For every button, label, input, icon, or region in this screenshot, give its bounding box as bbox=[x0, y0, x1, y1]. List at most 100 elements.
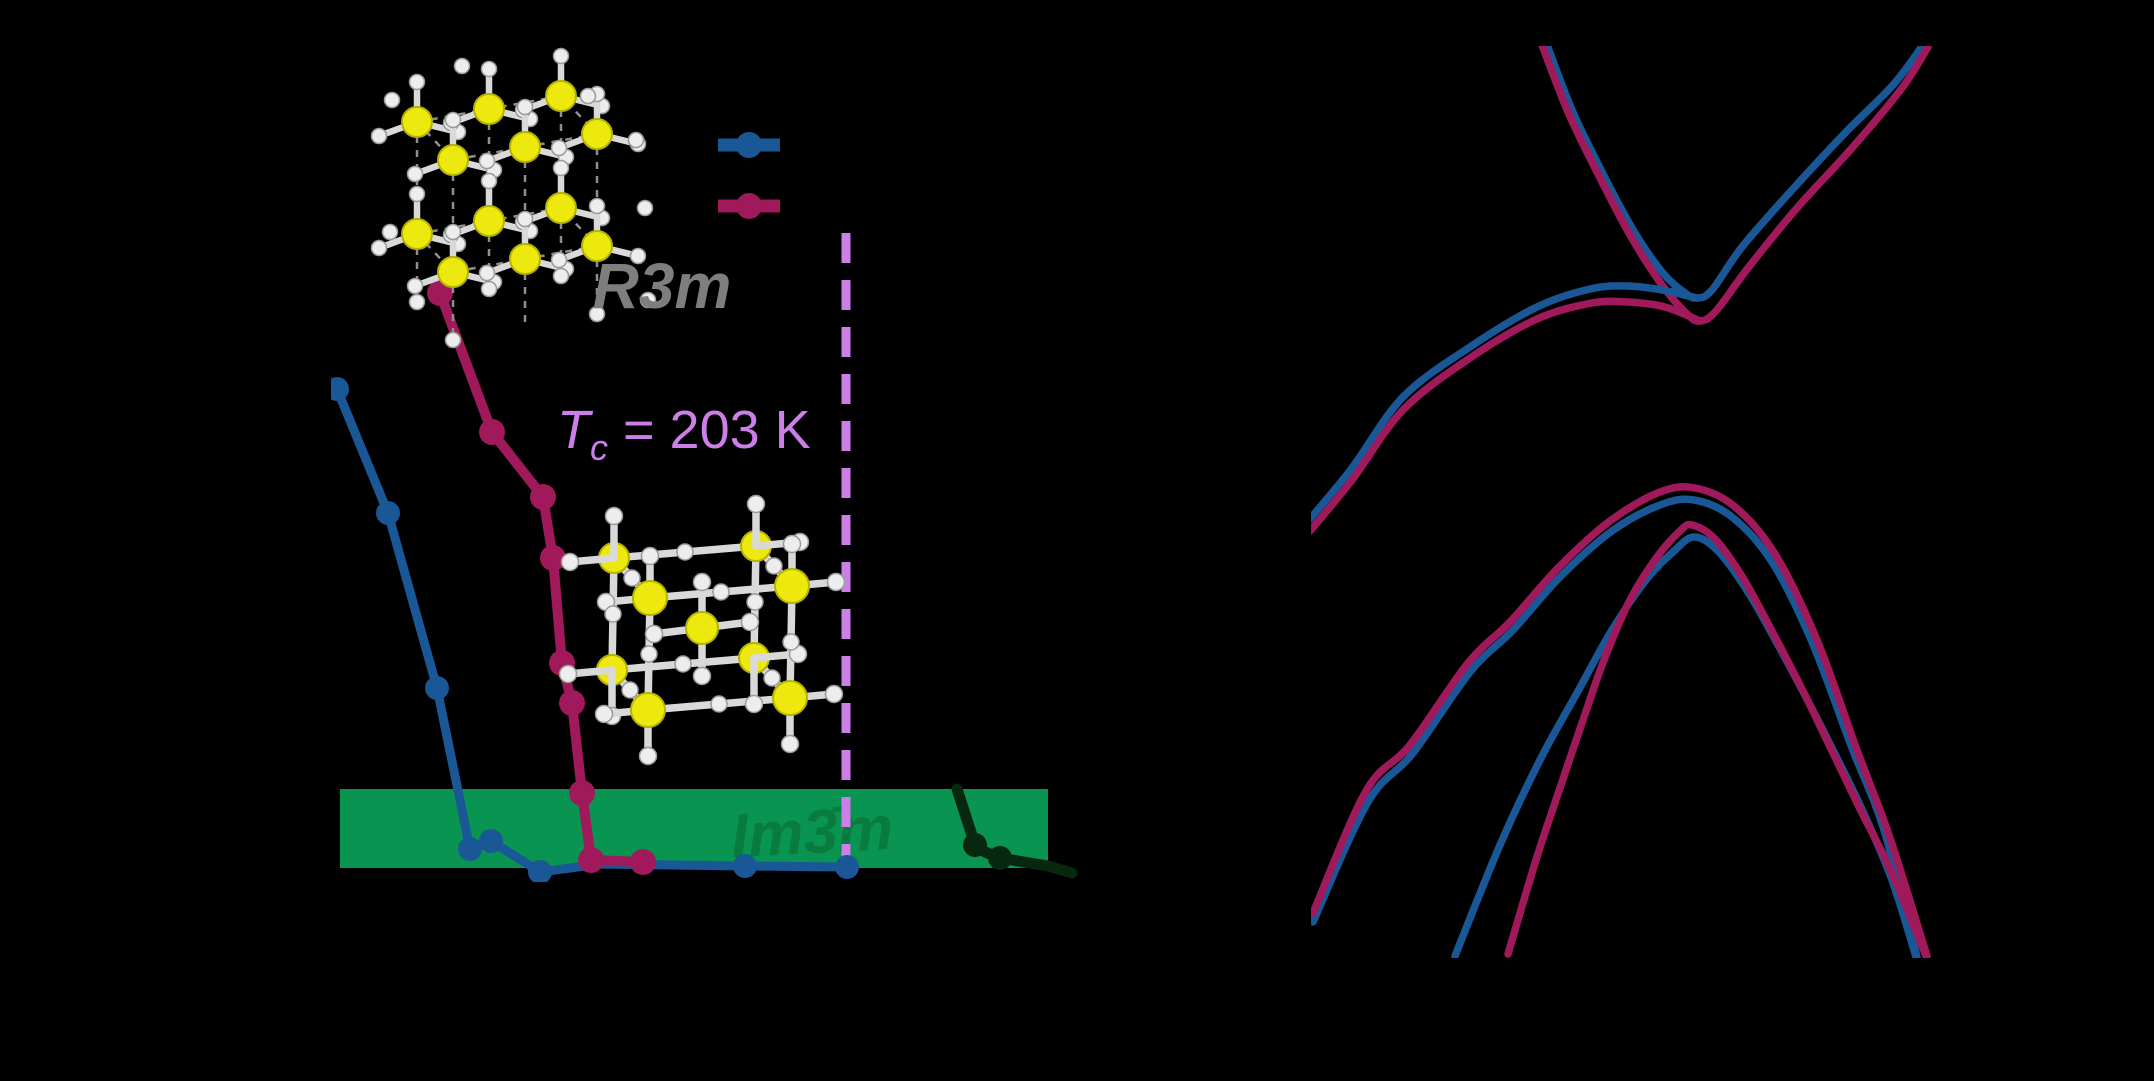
hydrogen-atom bbox=[406, 277, 424, 295]
im3m-crystal-structure bbox=[558, 494, 846, 766]
hydrogen-atom bbox=[746, 494, 766, 514]
legend-entry-crimson-marker bbox=[736, 193, 762, 219]
sulfur-atom bbox=[581, 230, 613, 262]
hydrogen-atom bbox=[744, 694, 764, 714]
hydrogen-atom bbox=[765, 557, 783, 575]
sulfur-atom bbox=[437, 256, 469, 288]
hydrogen-atom bbox=[640, 546, 660, 566]
phase-curve-blue-marker bbox=[479, 829, 503, 853]
hydrogen-atom bbox=[640, 645, 658, 663]
phase-curve-blue-marker bbox=[458, 837, 482, 861]
phase-curve-blue-marker bbox=[835, 855, 859, 879]
sulfur-atom bbox=[437, 144, 469, 176]
sulfur-atom bbox=[401, 218, 433, 250]
hydrogen-atom bbox=[444, 223, 462, 241]
hydrogen-atom bbox=[782, 534, 802, 554]
sulfur-atom bbox=[772, 680, 808, 716]
hydrogen-atom bbox=[453, 57, 471, 75]
hydrogen-atom bbox=[444, 111, 462, 129]
sulfur-atom bbox=[630, 692, 666, 728]
band-curves bbox=[1311, 46, 1932, 958]
phase-curve-dark-green-line bbox=[951, 783, 1078, 879]
phase-curve-crimson-marker bbox=[530, 484, 556, 510]
phase-curve-crimson-marker bbox=[559, 690, 585, 716]
im3m-phase-region bbox=[340, 789, 1048, 868]
hydrogen-atom bbox=[692, 572, 712, 592]
sh3-unit bbox=[550, 197, 647, 269]
hydrogen-atom bbox=[516, 210, 534, 228]
hydrogen-atom bbox=[552, 267, 570, 285]
hydrogen-atom bbox=[588, 197, 606, 215]
phase-curve-blue-marker bbox=[376, 501, 400, 525]
hydrogen-atom bbox=[370, 239, 388, 257]
hydrogen-atom bbox=[636, 199, 654, 217]
hydrogen-atom bbox=[408, 293, 426, 311]
hydrogen-atom bbox=[516, 98, 534, 116]
hydrogen-atom bbox=[444, 331, 462, 349]
hydrogen-atom bbox=[552, 159, 570, 177]
r3m-phase-label: R3m bbox=[593, 250, 732, 322]
hydrogen-atom bbox=[710, 695, 728, 713]
legend-entry-blue bbox=[718, 132, 780, 158]
hydrogen-atom bbox=[782, 633, 800, 651]
phase-curve-dark-green-marker bbox=[988, 846, 1012, 870]
phase-curve-blue bbox=[331, 377, 859, 882]
legend-entry-crimson bbox=[718, 193, 780, 219]
hydrogen-atom bbox=[638, 746, 658, 766]
hydrogen-atom bbox=[381, 223, 399, 241]
hydrogen-atom bbox=[478, 264, 496, 282]
phase-curve-crimson-marker bbox=[569, 780, 595, 806]
hydrogen-atom bbox=[676, 543, 694, 561]
phase-curve-crimson-marker bbox=[578, 847, 604, 873]
sulfur-atom bbox=[401, 106, 433, 138]
hydrogen-atom bbox=[408, 185, 426, 203]
tc-symbol: T bbox=[557, 400, 594, 460]
hydrogen-atom bbox=[824, 684, 844, 704]
hydrogen-atom bbox=[780, 734, 800, 754]
phase-curve-dark-green bbox=[951, 783, 1078, 879]
phase-curve-crimson-marker bbox=[479, 419, 505, 445]
sulfur-atom bbox=[685, 611, 719, 645]
tc-value: = 203 K bbox=[608, 400, 811, 460]
phase-curve-blue-marker bbox=[425, 676, 449, 700]
tc-annotation: Tc = 203 K bbox=[557, 400, 811, 468]
band-valence-inner-crimson bbox=[1504, 520, 1930, 958]
phase-curve-crimson bbox=[427, 280, 656, 875]
hydrogen-atom bbox=[639, 291, 657, 309]
hydrogen-atom bbox=[406, 165, 424, 183]
sulfur-atom bbox=[632, 580, 668, 616]
hydrogen-atom bbox=[740, 612, 760, 632]
phase-curve-crimson-marker bbox=[630, 849, 656, 875]
hydrogen-atom bbox=[763, 669, 781, 687]
sulfur-atom bbox=[473, 93, 505, 125]
hydrogen-atom bbox=[746, 593, 764, 611]
hydrogen-atom bbox=[370, 127, 388, 145]
legend bbox=[718, 132, 780, 219]
hydrogen-atom bbox=[604, 506, 624, 526]
hydrogen-atom bbox=[480, 172, 498, 190]
tc-subscript: c bbox=[590, 427, 608, 468]
sulfur-atom bbox=[509, 131, 541, 163]
hydrogen-atom bbox=[558, 664, 578, 684]
phase-curve-blue-marker bbox=[331, 377, 349, 401]
band-valence-outer-blue bbox=[1311, 495, 1921, 958]
left-panel-phase-diagram: Im3̄m R3m Tc = 203 K bbox=[331, 47, 1078, 882]
sulfur-atom bbox=[545, 80, 577, 112]
hydrogen-atom bbox=[644, 624, 664, 644]
hydrogen-atom bbox=[383, 91, 401, 109]
hydrogen-atom bbox=[712, 583, 730, 601]
sulfur-atom bbox=[774, 568, 810, 604]
phase-curve-blue-marker bbox=[528, 860, 552, 882]
r3m-crystal-structure bbox=[370, 47, 657, 349]
hydrogen-atom bbox=[408, 73, 426, 91]
sh3-unit bbox=[370, 185, 467, 257]
hydrogen-atom bbox=[480, 60, 498, 78]
hydrogen-atom bbox=[826, 572, 846, 592]
band-mid-blue bbox=[1311, 282, 1701, 523]
sulfur-atom bbox=[545, 192, 577, 224]
sulfur-atom bbox=[509, 243, 541, 275]
phase-curve-dark-green-marker bbox=[963, 833, 987, 857]
hydrogen-atom bbox=[692, 666, 712, 686]
